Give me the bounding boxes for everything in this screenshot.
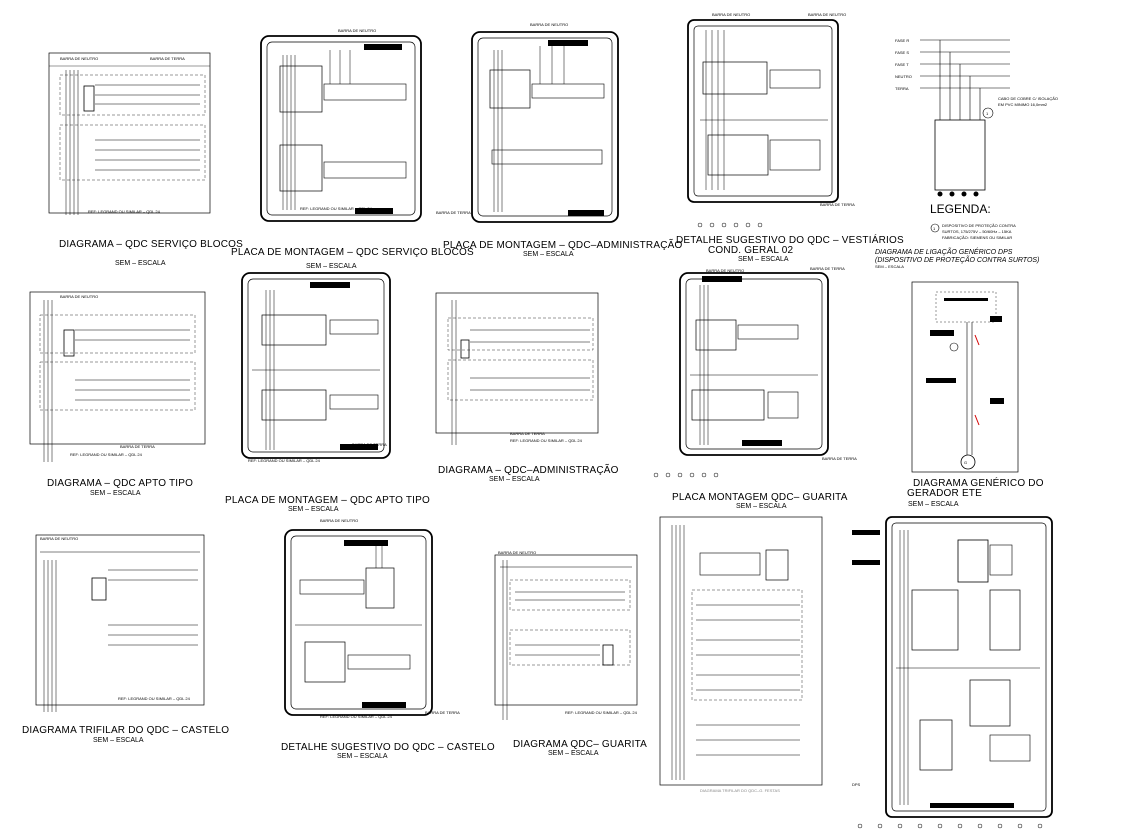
svg-text:SEM – ESCALA: SEM – ESCALA <box>523 251 574 258</box>
svg-text:BARRA DE TERRA: BARRA DE TERRA <box>436 210 471 215</box>
svg-text:SEM – ESCALA: SEM – ESCALA <box>875 264 904 269</box>
svg-text:(DISPOSITIVO DE PROTEÇÃO CONTR: (DISPOSITIVO DE PROTEÇÃO CONTRA SURTOS) <box>875 255 1039 264</box>
dps-title: DIAGRAMA DE LIGAÇÃO GENÉRICO DPS <box>875 247 1013 256</box>
title-detalhe-castelo: DETALHE SUGESTIVO DO QDC – CASTELO <box>281 742 495 753</box>
svg-text:REF: LEGRAND OU SIMILAR – QDL: REF: LEGRAND OU SIMILAR – QDL 24 <box>510 438 583 443</box>
svg-text:SURTOS, 175/275V – 50/60Hz – 1: SURTOS, 175/275V – 50/60Hz – 15KA <box>942 229 1012 234</box>
title-qdc-servico-blocos: DIAGRAMA – QDC SERVIÇO BLOCOS <box>59 239 243 250</box>
svg-text:FASE S: FASE S <box>895 50 909 55</box>
svg-text:REF: LEGRAND OU SIMILAR – QDL: REF: LEGRAND OU SIMILAR – QDL 24 <box>565 710 638 715</box>
mounting-plate-guarita: BARRA DE NEUTRO BARRA DE TERRA BARRA DE … <box>672 266 857 510</box>
svg-text:BARRA DE TERRA: BARRA DE TERRA <box>510 431 545 436</box>
svg-text:REF: LEGRAND OU SIMILAR – QDL: REF: LEGRAND OU SIMILAR – QDL 24 <box>300 206 373 211</box>
svg-text:SEM – ESCALA: SEM – ESCALA <box>337 753 388 760</box>
svg-text:FASE R: FASE R <box>895 38 909 43</box>
svg-text:SEM – ESCALA: SEM – ESCALA <box>489 476 540 483</box>
title-detalhe-vestiarios: DETALHE SUGESTIVO DO QDC – VESTIÁRIOS <box>676 233 904 246</box>
svg-text:SEM – ESCALA: SEM – ESCALA <box>306 263 357 270</box>
diagram-qdc-administracao: BARRA DE TERRA REF: LEGRAND OU SIMILAR –… <box>435 292 619 483</box>
svg-text:SEM – ESCALA: SEM – ESCALA <box>548 750 599 757</box>
svg-text:BARRA DE NEUTRO: BARRA DE NEUTRO <box>60 294 98 299</box>
svg-text:REF: LEGRAND OU SIMILAR – QDL: REF: LEGRAND OU SIMILAR – QDL 24 <box>88 209 161 214</box>
svg-text:NEUTRO: NEUTRO <box>895 74 912 79</box>
svg-text:TERRA: TERRA <box>895 86 909 91</box>
terminal-markers <box>653 222 1043 829</box>
diagram-qdc-servico-blocos: BARRA DE NEUTRO BARRA DE TERRA REF: LEGR… <box>48 52 243 267</box>
svg-text:BARRA DE NEUTRO: BARRA DE NEUTRO <box>530 22 568 27</box>
svg-text:SEM – ESCALA: SEM – ESCALA <box>288 506 339 513</box>
svg-text:BARRA DE NEUTRO: BARRA DE NEUTRO <box>320 518 358 523</box>
svg-text:BARRA DE TERRA: BARRA DE TERRA <box>810 266 845 271</box>
title-qdc-apto-tipo: DIAGRAMA – QDC APTO TIPO <box>47 478 193 489</box>
title-gerador-ete: DIAGRAMA GENÉRICO DO <box>913 476 1044 489</box>
title-placa-servico-blocos: PLACA DE MONTAGEM – QDC SERVIÇO BLOCOS <box>231 247 474 258</box>
svg-text:REF: LEGRAND OU SIMILAR – QDL: REF: LEGRAND OU SIMILAR – QDL 24 <box>248 458 321 463</box>
detail-qdc-vestiarios: BARRA DE NEUTRO BARRA DE NEUTRO BARRA DE… <box>676 12 904 263</box>
svg-text:G: G <box>964 460 967 465</box>
diagram-qdc-guarita: BARRA DE NEUTRO REF: LEGRAND OU SIMILAR … <box>494 550 647 757</box>
svg-text:BARRA DE NEUTRO: BARRA DE NEUTRO <box>808 12 846 17</box>
diagram-qdc-apto-tipo: BARRA DE NEUTRO BARRA DE TERRA REF: LEGR… <box>29 291 206 497</box>
legend-title: LEGENDA: <box>930 202 991 216</box>
svg-text:DISPOSITIVO DE PROTEÇÃO CONTRA: DISPOSITIVO DE PROTEÇÃO CONTRA <box>942 223 1016 228</box>
svg-text:FASE T: FASE T <box>895 62 909 67</box>
svg-text:BARRA DE NEUTRO: BARRA DE NEUTRO <box>40 536 78 541</box>
scale-note: SEM – ESCALA <box>115 260 166 267</box>
svg-text:EM PVC MINIMO 16,0mm2: EM PVC MINIMO 16,0mm2 <box>998 102 1048 107</box>
svg-text:1: 1 <box>986 111 989 116</box>
svg-text:GERADOR ETE: GERADOR ETE <box>907 488 982 499</box>
title-placa-apto-tipo: PLACA DE MONTAGEM – QDC APTO TIPO <box>225 495 430 506</box>
svg-text:SEM – ESCALA: SEM – ESCALA <box>736 503 787 510</box>
svg-text:BARRA DE NEUTRO: BARRA DE NEUTRO <box>712 12 750 17</box>
svg-text:SEM – ESCALA: SEM – ESCALA <box>93 737 144 744</box>
svg-text:BARRA DE TERRA: BARRA DE TERRA <box>120 444 155 449</box>
svg-text:BARRA DE NEUTRO: BARRA DE NEUTRO <box>498 550 536 555</box>
mounting-plate-servico-blocos: BARRA DE NEUTRO REF: LEGRAND OU SIMILAR … <box>231 28 474 258</box>
svg-text:SEM – ESCALA: SEM – ESCALA <box>738 256 789 263</box>
svg-text:BARRA DE TERRA: BARRA DE TERRA <box>425 710 460 715</box>
svg-text:COND. GERAL 02: COND. GERAL 02 <box>708 245 793 256</box>
title-trifilar-castelo: DIAGRAMA TRIFILAR DO QDC – CASTELO <box>22 725 229 736</box>
svg-text:REF: LEGRAND OU SIMILAR – QDL: REF: LEGRAND OU SIMILAR – QDL 24 <box>118 696 191 701</box>
title-qdc-guarita: DIAGRAMA QDC– GUARITA <box>513 739 647 750</box>
svg-text:1: 1 <box>933 226 936 231</box>
diagram-trifilar-festas: DIAGRAMA TRIFILAR DO QDC–G. FESTAS <box>659 516 823 793</box>
svg-text:REF: LEGRAND OU SIMILAR – QDL: REF: LEGRAND OU SIMILAR – QDL 24 <box>320 714 393 719</box>
title-qdc-administracao: DIAGRAMA – QDC–ADMINISTRAÇÃO <box>438 463 619 476</box>
svg-text:BARRA DE NEUTRO: BARRA DE NEUTRO <box>338 28 376 33</box>
legend-block: 1 FASE R FASE S FASE T NEUTRO TERRA CABO… <box>875 38 1058 269</box>
diagram-gerador-ete: G DIAGRAMA GENÉRICO DO GERADOR ETE SEM –… <box>907 281 1044 508</box>
svg-text:BARRA DE TERRA: BARRA DE TERRA <box>822 456 857 461</box>
svg-text:REF: LEGRAND OU SIMILAR – QDL: REF: LEGRAND OU SIMILAR – QDL 24 <box>70 452 143 457</box>
title-placa-guarita: PLACA MONTAGEM QDC– GUARITA <box>672 492 848 503</box>
generator-panel-detail: DPS <box>852 516 1053 818</box>
svg-text:CABO DE COBRE C/ ISOLAÇÃO: CABO DE COBRE C/ ISOLAÇÃO <box>998 96 1058 101</box>
mounting-plate-administracao: BARRA DE NEUTRO BARRA DE TERRA PLACA DE … <box>436 22 682 258</box>
svg-text:FABRICAÇÃO: SIEMENS OU SIMILAR: FABRICAÇÃO: SIEMENS OU SIMILAR <box>942 235 1012 240</box>
title-trifilar-festas: DIAGRAMA TRIFILAR DO QDC–G. FESTAS <box>700 788 780 793</box>
mounting-plate-apto-tipo: BARRA DE TERRA REF: LEGRAND OU SIMILAR –… <box>225 263 430 513</box>
svg-text:BARRA DE NEUTRO: BARRA DE NEUTRO <box>706 268 744 273</box>
svg-text:DPS: DPS <box>852 782 861 787</box>
svg-text:BARRA DE TERRA: BARRA DE TERRA <box>352 442 387 447</box>
detail-qdc-castelo: BARRA DE NEUTRO BARRA DE TERRA REF: LEGR… <box>281 518 495 760</box>
svg-text:BARRA DE TERRA: BARRA DE TERRA <box>820 202 855 207</box>
svg-text:BARRA DE TERRA: BARRA DE TERRA <box>150 56 185 61</box>
svg-text:SEM – ESCALA: SEM – ESCALA <box>90 490 141 497</box>
svg-text:BARRA DE NEUTRO: BARRA DE NEUTRO <box>60 56 98 61</box>
title-placa-administracao: PLACA DE MONTAGEM – QDC–ADMINISTRAÇÃO <box>443 238 682 251</box>
svg-text:SEM – ESCALA: SEM – ESCALA <box>908 501 959 508</box>
diagram-trifilar-castelo: BARRA DE NEUTRO REF: LEGRAND OU SIMILAR … <box>22 534 229 744</box>
